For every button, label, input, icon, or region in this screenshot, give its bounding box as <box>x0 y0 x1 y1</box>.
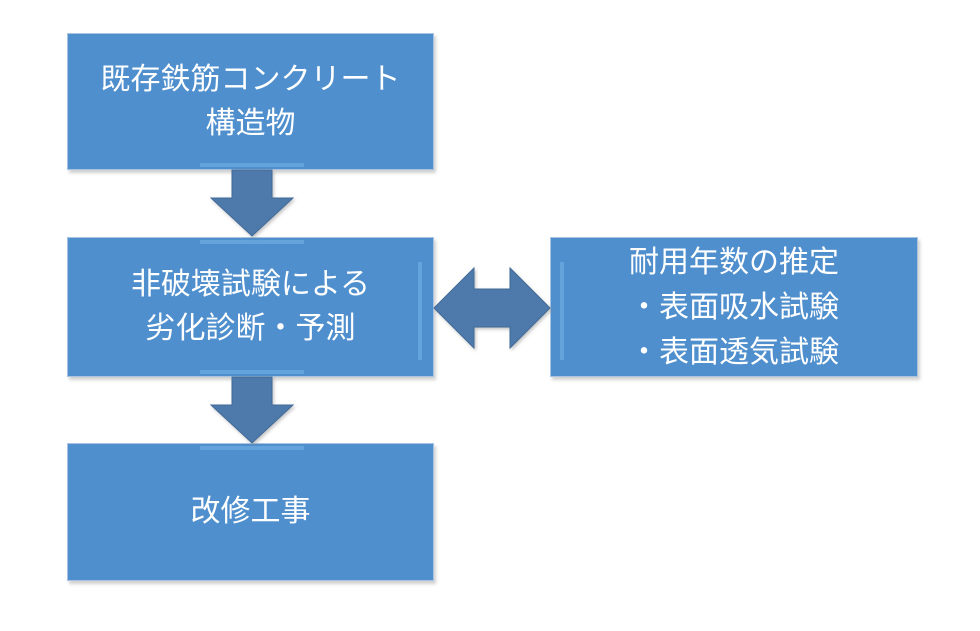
diagnosis-box-line-1: 非破壊試験による <box>130 267 371 302</box>
joint-highlight-top <box>200 163 304 167</box>
joint-highlight-bottom <box>200 446 304 450</box>
lifespan-box-line-3: ・表面透気試験 <box>629 334 839 370</box>
down-arrow-1-icon <box>209 169 295 237</box>
diagnosis-box-line-2: 劣化診断・予測 <box>145 311 356 346</box>
repair-box: 改修工事 <box>67 443 434 581</box>
diagnosis-box: 非破壊試験による 劣化診断・予測 <box>67 237 434 377</box>
lifespan-estimation-box: 耐用年数の推定 ・表面吸水試験 ・表面透気試験 <box>550 237 918 377</box>
joint-highlight-left <box>418 262 422 360</box>
structure-box-line-1: 既存鉄筋コンクリート <box>100 61 401 97</box>
structure-box-line-2: 構造物 <box>205 105 296 141</box>
down-arrow-2-icon <box>209 376 295 444</box>
repair-box-line-1: 改修工事 <box>190 494 311 529</box>
lifespan-box-line-2: ・表面吸水試験 <box>629 289 839 325</box>
double-arrow-icon <box>433 266 551 350</box>
lifespan-box-line-1: 耐用年数の推定 <box>629 244 839 280</box>
structure-box: 既存鉄筋コンクリート 構造物 <box>67 33 434 170</box>
joint-highlight-mid-bottom <box>200 370 304 374</box>
joint-highlight-right <box>560 262 564 360</box>
joint-highlight-mid-top <box>200 240 304 244</box>
